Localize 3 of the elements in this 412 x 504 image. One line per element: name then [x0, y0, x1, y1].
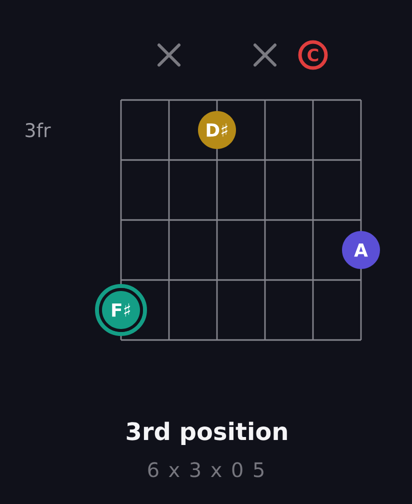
title: 3rd position	[126, 422, 287, 445]
fret-label: 3fr	[26, 122, 51, 138]
caption: 6 x 3 x 0 5	[148, 462, 264, 478]
